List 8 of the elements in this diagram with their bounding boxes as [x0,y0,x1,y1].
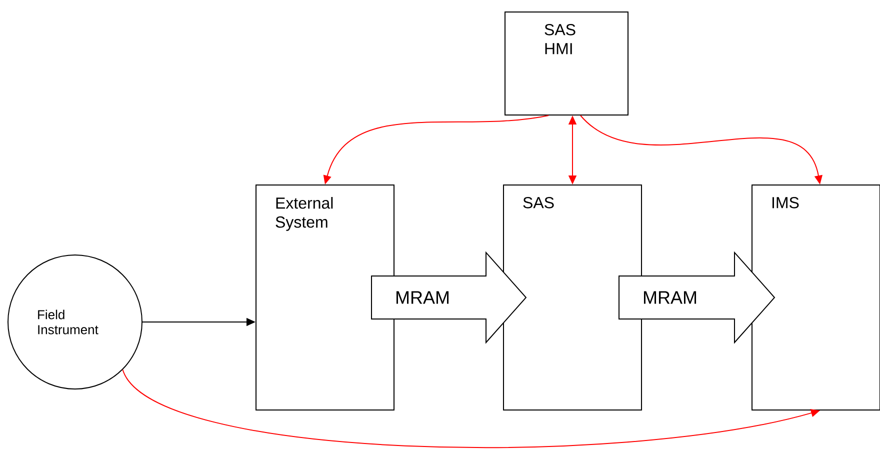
process-box: SAS [503,184,642,410]
process-box: External System [256,184,394,410]
block-arrow [618,251,776,344]
process-box: IMS [752,184,880,410]
block-arrow [371,251,527,344]
process-box: SAS HMI [504,12,628,116]
edge-label: MRAM [644,291,696,304]
edge-label: MRAM [396,291,449,304]
